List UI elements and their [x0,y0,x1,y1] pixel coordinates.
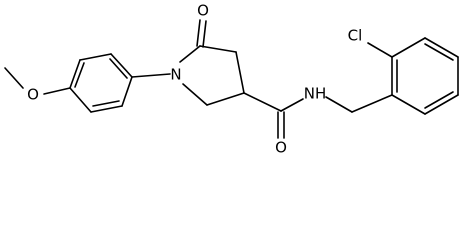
bond-aryl2-3-inner [424,43,454,61]
bond-aryl-n [131,73,171,78]
atom-amide-o: O [275,139,287,157]
bond-ch2n-n [182,83,208,106]
bond-aryl1-5-inner [92,100,120,107]
atom-methoxy-o: O [27,86,39,104]
atom-amide-nh: NH [304,85,327,103]
bond-o-aryl [43,87,71,95]
bond-aryl2-5-inner [424,91,454,109]
atom-lactam-o: O [197,2,209,20]
bond-ch2-ch [235,51,245,94]
bond-n-carbonyl-c [179,45,201,63]
bond-aryl2-6 [391,94,426,115]
bond-aryl1-6 [69,87,92,113]
bond-ch-ch2n [206,92,245,106]
bond-aryl1-1 [69,59,81,89]
atom-labels: O N O O NH Cl [27,2,362,157]
bond-amide-c-n [280,98,304,112]
bond-aryl1-5 [90,105,123,113]
bond-aryl1-4 [121,76,133,107]
bond-aryl1-2 [79,53,112,61]
bond-lactam-co-1 [196,19,201,47]
bond-carbonyl-c-ch2 [199,45,237,53]
bonds [4,19,459,139]
bond-lactam-co-2 [202,20,207,48]
bond-ch-amide-c [243,92,282,112]
bond-aryl1-3-inner [109,58,128,79]
atom-ring-n: N [170,66,181,84]
bond-ch2-aryl [351,94,393,113]
bond-aryl1-1-inner [74,62,85,88]
molecule-structure: O N O O NH Cl [4,2,459,157]
atom-chloro: Cl [348,27,363,45]
bond-aryl1-3 [110,53,133,78]
bond-methyl-o [4,67,24,89]
bond-aryl2-3 [424,37,459,58]
bond-aryl2-5 [424,94,459,115]
bond-aryl-cl [367,42,393,58]
bond-n-benzyl-ch2 [325,96,353,113]
bond-aryl2-2 [391,37,426,58]
